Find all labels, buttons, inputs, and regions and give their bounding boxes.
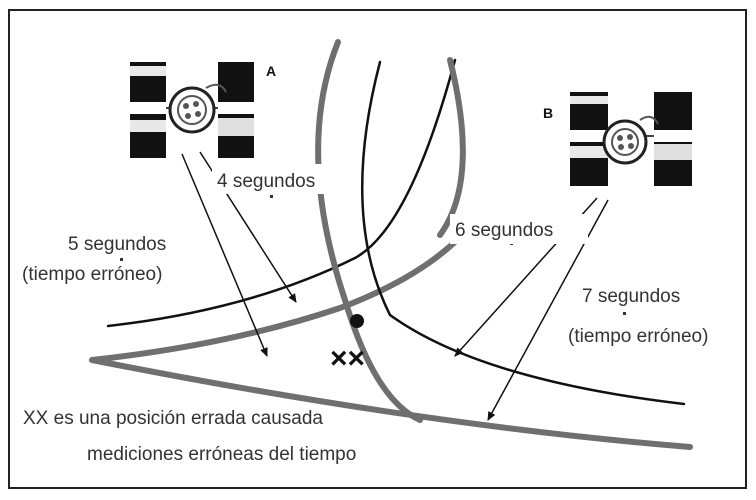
label-7-seconds: 7 segundos xyxy=(582,286,680,307)
arc-a-5s-erroneous xyxy=(89,232,465,363)
satellite-b-label: B xyxy=(543,105,553,121)
satellite-a-icon xyxy=(130,62,254,158)
label-6-seconds: 6 segundos xyxy=(455,220,553,241)
arc-a-4s xyxy=(106,58,457,328)
label-dot-7s xyxy=(623,312,626,315)
label-7-seconds-note: (tiempo erróneo) xyxy=(568,326,708,347)
true-position-dot xyxy=(350,314,364,328)
arc-a-outer-erroneous xyxy=(315,39,423,423)
arrow-a-to-5s-arc xyxy=(181,153,268,357)
arc-top-right-gray xyxy=(437,57,466,238)
satellite-b-icon xyxy=(570,92,692,186)
caption-line-1: XX es una posición errada causada xyxy=(23,408,323,429)
label-4-seconds: 4 segundos xyxy=(217,171,315,192)
label-5-seconds-note: (tiempo erróneo) xyxy=(22,264,162,285)
label-dot-5s xyxy=(120,258,123,261)
arc-b-6s xyxy=(361,60,686,406)
satellite-a-label: A xyxy=(266,63,276,79)
caption-line-2: mediciones erróneas del tiempo xyxy=(87,444,356,465)
label-5-seconds: 5 segundos xyxy=(68,234,166,255)
label-dot-4s xyxy=(270,195,273,198)
arc-b-7s-erroneous xyxy=(89,357,693,450)
xx-error-marker: ×× xyxy=(330,342,365,375)
